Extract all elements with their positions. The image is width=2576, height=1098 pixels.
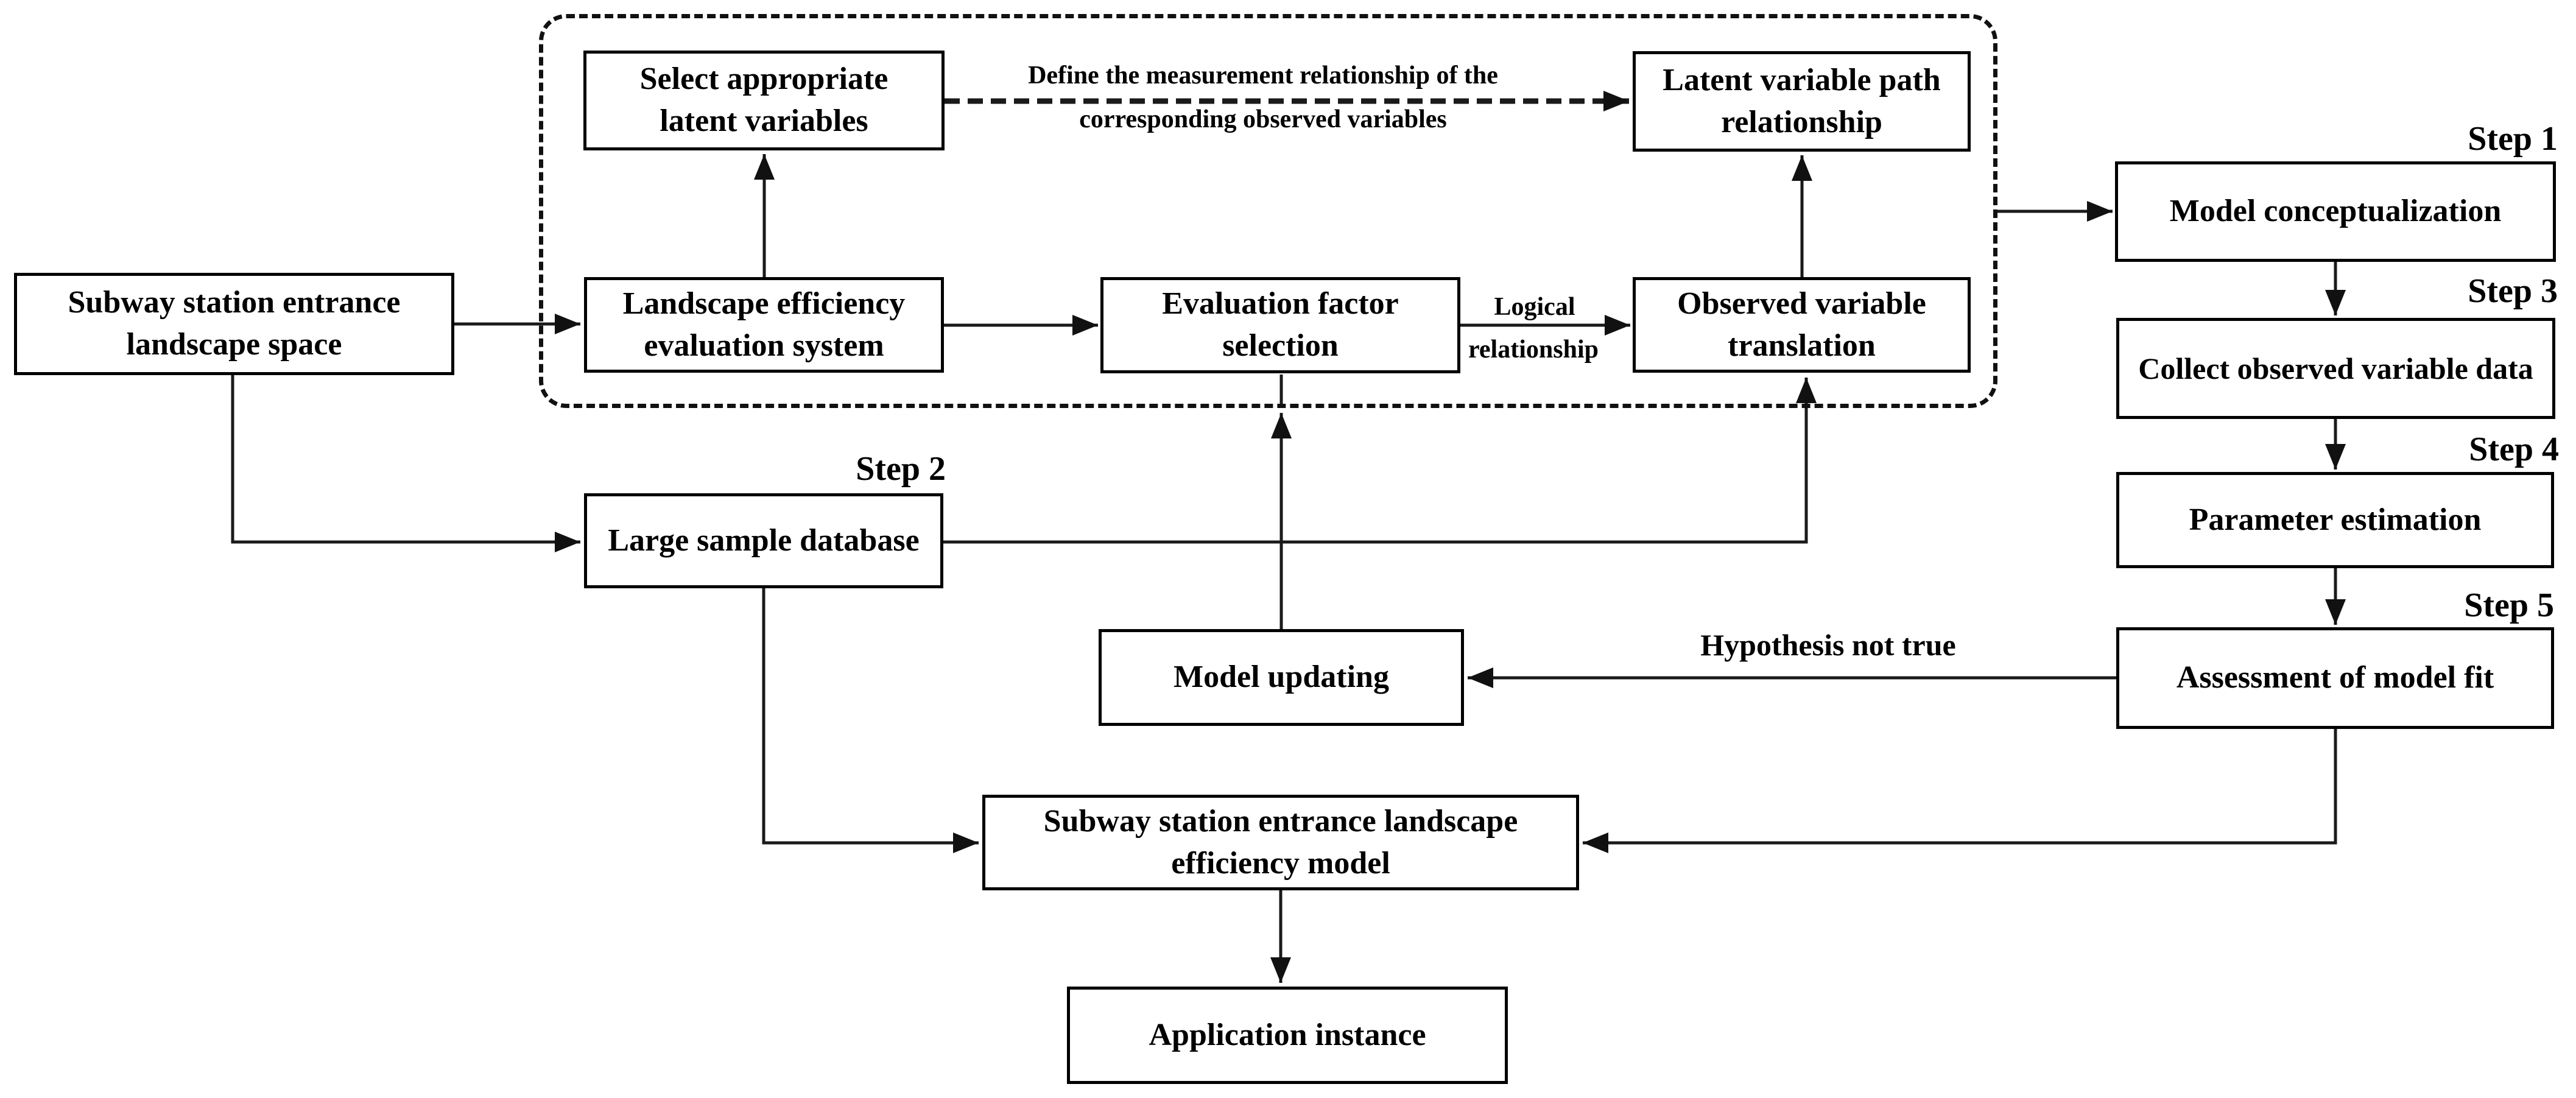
edge-database-to-observed-translation: [943, 378, 1817, 544]
step-4-label: Step 4: [2469, 431, 2559, 468]
node-model-updating: Model updating: [1099, 629, 1464, 726]
node-landscape-efficiency-evaluation-system: Landscape efficiency evaluation system: [584, 277, 944, 373]
node-latent-variable-path-relationship: Latent variable path relationship: [1633, 51, 1971, 152]
node-assessment-of-model-fit: Assessment of model fit: [2116, 627, 2554, 729]
step-5-label: Step 5: [2464, 586, 2554, 624]
node-collect-observed-variable-data: Collect observed variable data: [2116, 318, 2555, 419]
step-3-label: Step 3: [2468, 272, 2558, 310]
edge-subway-to-database: [231, 375, 580, 552]
define-measurement-label-line2: corresponding observed variables: [1079, 105, 1447, 133]
node-model-conceptualization: Model conceptualization: [2115, 161, 2556, 262]
logical-relationship-label-line2: relationship: [1468, 336, 1599, 364]
node-subway-landscape-efficiency-model: Subway station entrance landscape effici…: [982, 795, 1579, 890]
logical-relationship-label-line1: Logical: [1494, 293, 1575, 321]
define-measurement-label-line1: Define the measurement relationship of t…: [1028, 62, 1498, 90]
node-subway-station-entrance-landscape-space: Subway station entrance landscape space: [14, 273, 454, 375]
node-large-sample-database: Large sample database: [584, 493, 943, 588]
hypothesis-not-true-label: Hypothesis not true: [1700, 628, 1956, 662]
node-observed-variable-translation: Observed variable translation: [1633, 277, 1971, 373]
edge-database-to-efficiency-model: [762, 588, 979, 853]
node-select-appropriate-latent-variables: Select appropriate latent variables: [583, 51, 945, 150]
step-2-label: Step 2: [856, 450, 946, 488]
node-application-instance: Application instance: [1067, 987, 1508, 1084]
node-evaluation-factor-selection: Evaluation factor selection: [1100, 277, 1460, 373]
node-parameter-estimation: Parameter estimation: [2116, 472, 2554, 568]
edge-assessment-to-efficiency-model: [1583, 729, 2337, 853]
model-building-dashed-frame: [539, 14, 1997, 408]
step-1-label: Step 1: [2468, 120, 2558, 158]
